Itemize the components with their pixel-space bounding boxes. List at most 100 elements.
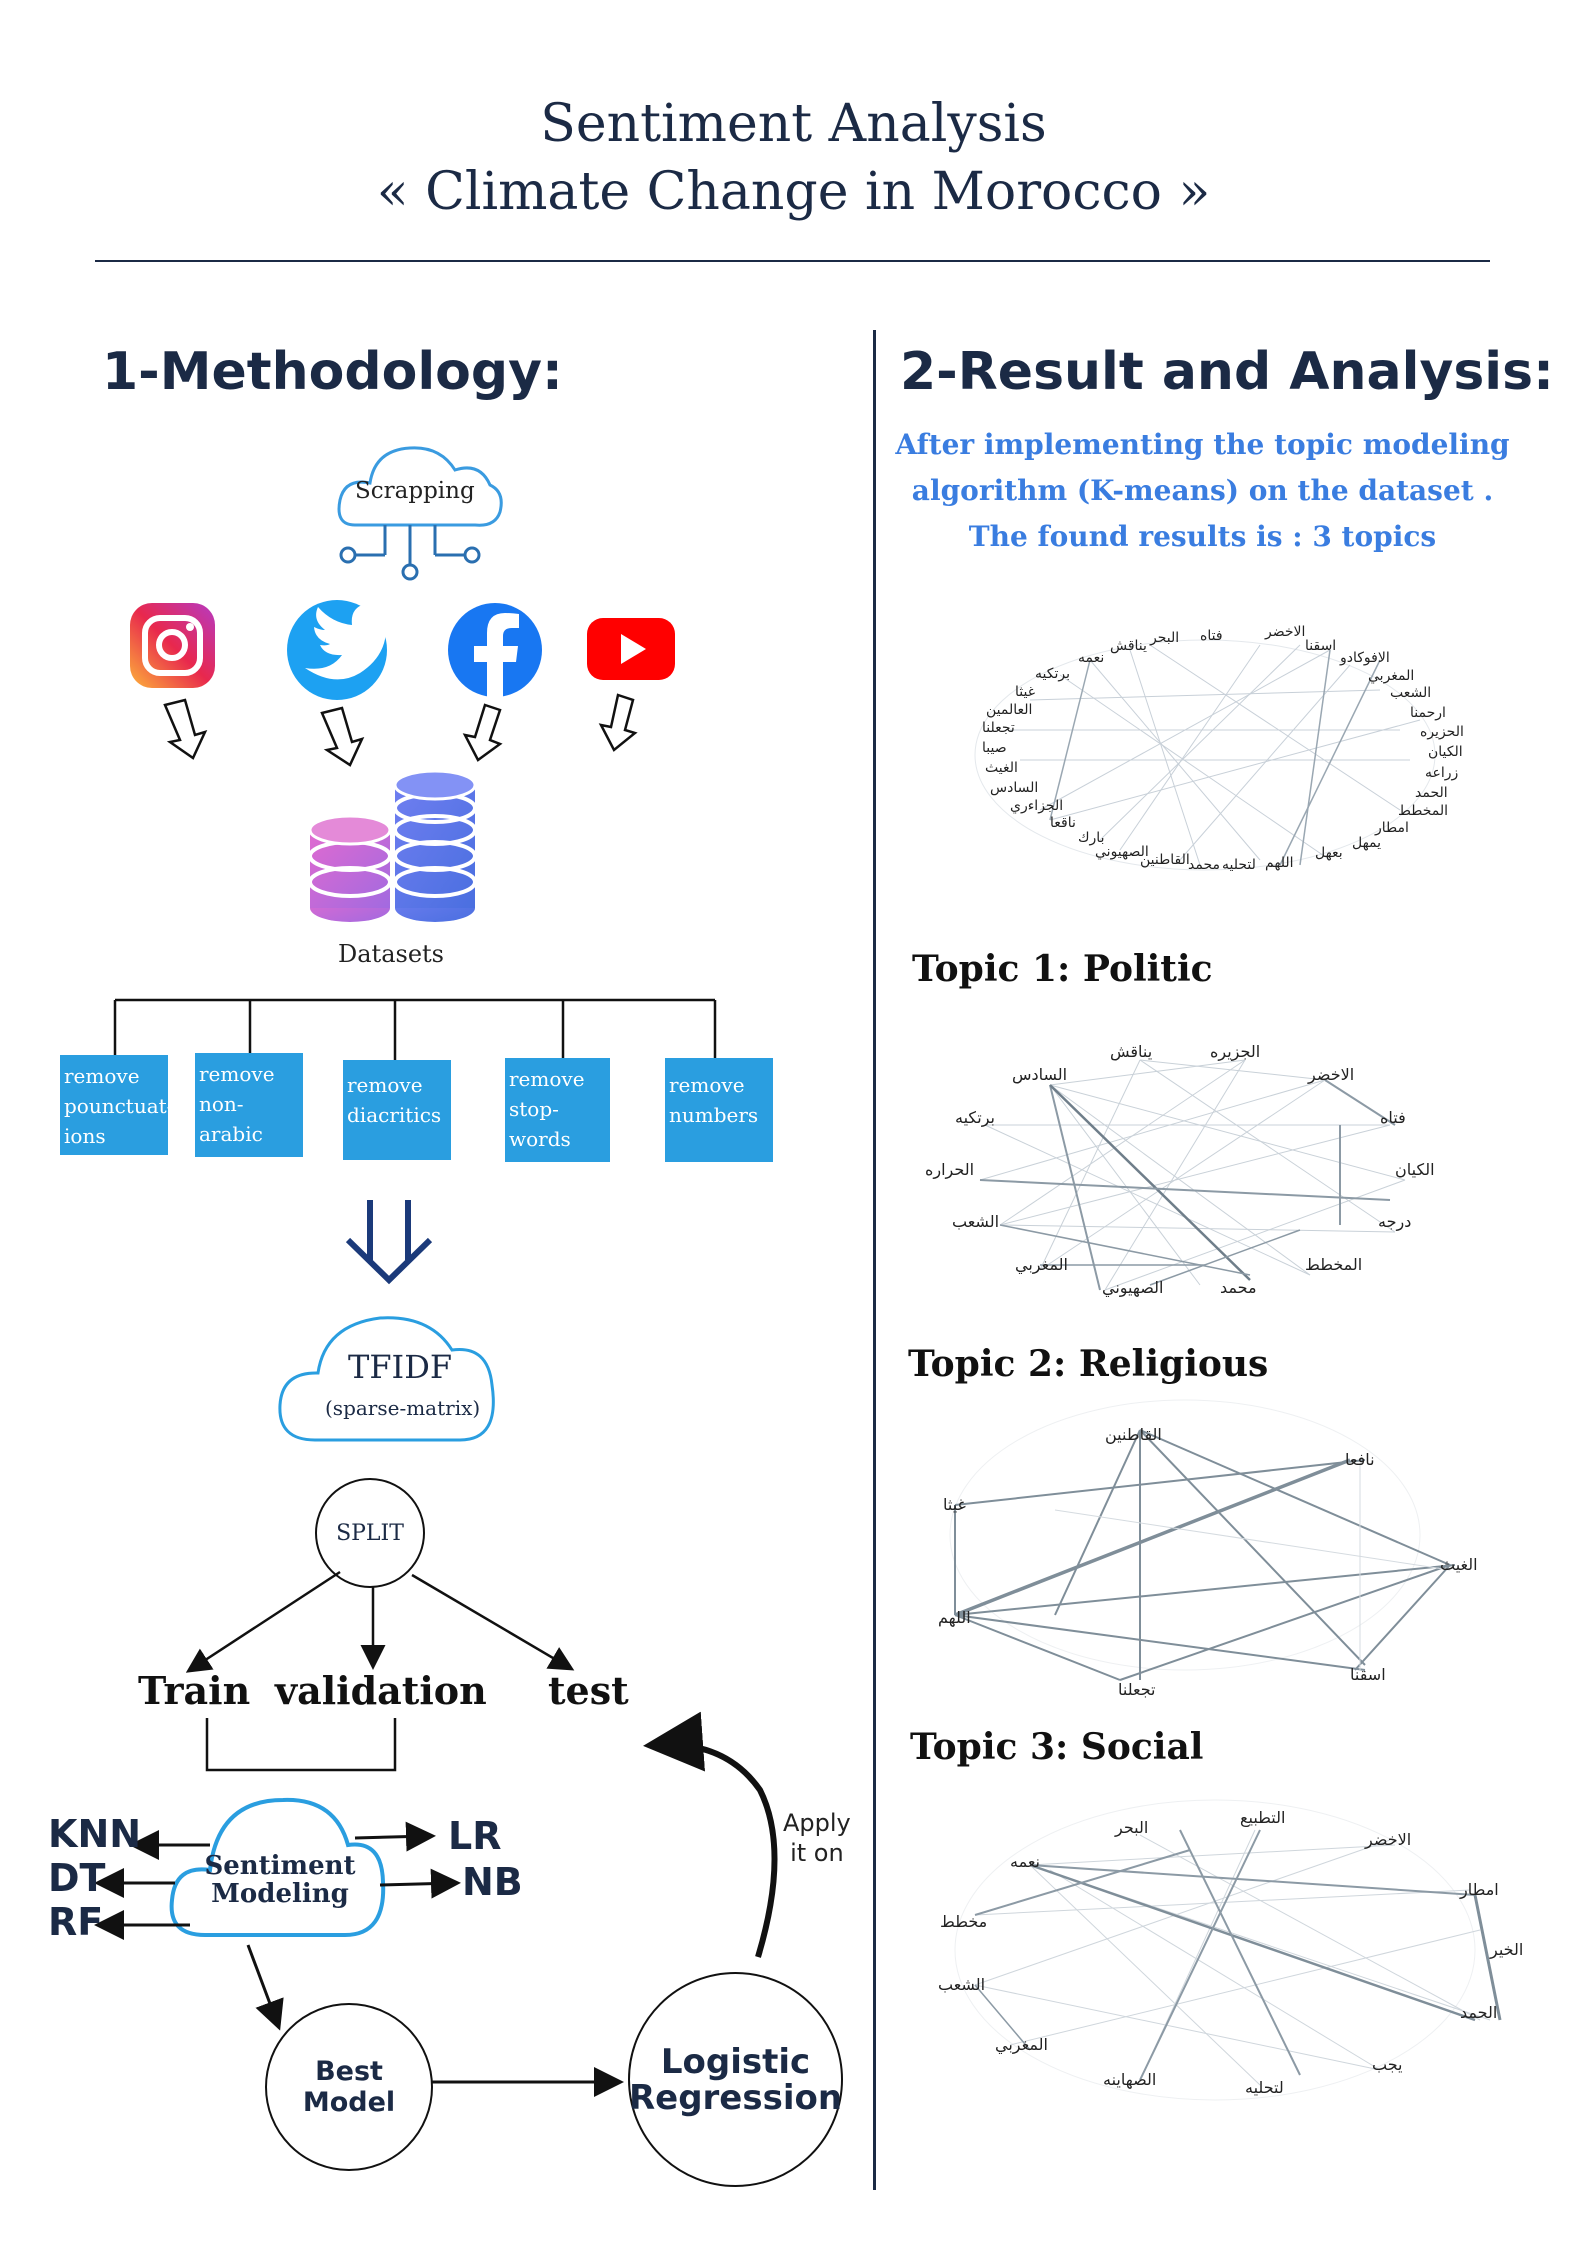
node-label: الجزيره	[1210, 1042, 1261, 1061]
facebook-icon	[448, 603, 542, 697]
node-label: السادس	[990, 780, 1039, 796]
node-label: التطبيع	[1240, 1808, 1286, 1827]
node-label: امطار	[1375, 820, 1409, 836]
node-label: فتاه	[1380, 1108, 1406, 1127]
node-label: الجزاءري	[1010, 798, 1064, 814]
node-label: محمد	[1220, 1278, 1257, 1297]
node-label: ارحمنا	[1410, 705, 1446, 721]
split-node: SPLIT	[315, 1478, 425, 1588]
validation-label: validation	[275, 1668, 487, 1713]
node-label: نعمه	[1010, 1852, 1040, 1871]
node-label: نافعا	[1345, 1450, 1375, 1469]
node-label: يمهل	[1352, 835, 1382, 851]
node-label: الشعب	[938, 1975, 986, 1994]
model-lr: LR	[448, 1814, 502, 1858]
node-label: الاخضر	[1308, 1065, 1355, 1084]
node-label: المخطط	[1305, 1255, 1363, 1274]
node-label: الكيان	[1428, 744, 1463, 760]
node-label: غيثا	[1015, 684, 1036, 700]
node-label: البحر	[1150, 630, 1180, 646]
node-label: مخطط	[940, 1912, 988, 1931]
best-model-node: Best Model	[265, 2003, 433, 2171]
node-label: تجعلنا	[1118, 1680, 1156, 1699]
node-label: برتكيه	[1035, 666, 1070, 682]
node-label: زراعه	[1425, 765, 1459, 781]
model-rf: RF	[48, 1900, 104, 1944]
overview-words: فتاه الاخضر البحر اسقنا الافوكادو المغرب…	[960, 620, 1480, 890]
preprocess-remove-stopwords: remove stop- words	[505, 1058, 610, 1162]
youtube-icon	[587, 618, 675, 680]
topic3-network	[954, 1799, 1502, 2101]
node-label: لتحليه	[1245, 2078, 1284, 2097]
node-label: امطار	[1460, 1880, 1499, 1899]
node-label: القاطنين	[1105, 1425, 1162, 1444]
topic2-network	[949, 1399, 1456, 1681]
node-label: يناقش	[1110, 638, 1147, 654]
preprocess-remove-punctuations: remove pounctuat- ions	[60, 1055, 173, 1155]
instagram-icon	[130, 603, 215, 688]
tfidf-label: TFIDF	[348, 1348, 453, 1386]
node-label: الشعب	[952, 1212, 1000, 1231]
tfidf-cloud-icon	[278, 1316, 495, 1442]
model-dt: DT	[48, 1856, 106, 1900]
model-knn: KNN	[48, 1812, 142, 1856]
topic1-network	[979, 1059, 1406, 1291]
topic3-heading: Topic 3: Social	[910, 1726, 1204, 1768]
node-label: الحراره	[925, 1160, 975, 1179]
source-arrows	[163, 693, 638, 767]
apply-it-on-label: Apply it on	[783, 1809, 851, 1867]
node-label: السادس	[1012, 1065, 1068, 1084]
node-label: الحمد	[1415, 785, 1448, 801]
title-line-2: « Climate Change in Morocco »	[376, 162, 1211, 222]
double-down-arrow-icon	[345, 1200, 433, 1285]
node-label: بارك	[1078, 830, 1105, 846]
node-label: فتاه	[1200, 628, 1223, 644]
node-label: القاطنين	[1140, 852, 1190, 868]
node-label: المغربي	[1368, 668, 1415, 684]
node-label: الافوكادو	[1340, 650, 1390, 666]
node-label: غيثا	[943, 1495, 966, 1514]
logistic-regression-node: Logistic Regression	[628, 1972, 843, 2187]
node-label: المغربي	[1015, 1255, 1068, 1274]
node-label: الغيث	[1440, 1555, 1478, 1574]
node-label: الصهاينه	[1103, 2070, 1157, 2089]
preprocess-remove-non-arabic: remove non- arabic	[195, 1053, 303, 1157]
topic2-heading: Topic 2: Religious	[908, 1343, 1269, 1385]
node-label: المخطط	[1398, 803, 1449, 819]
title-line-1: Sentiment Analysis	[540, 94, 1047, 154]
topic1-heading: Topic 1: Politic	[912, 948, 1213, 990]
node-label: الصهيوني	[1102, 1278, 1164, 1297]
node-label: اللهم	[938, 1608, 971, 1627]
node-label: برتكيه	[955, 1108, 995, 1127]
node-label: اسقنا	[1305, 638, 1337, 654]
header-divider	[95, 260, 1490, 262]
node-label: الشعب	[1390, 685, 1432, 701]
node-label: الاخضر	[1265, 624, 1306, 640]
node-label: يجب	[1372, 2055, 1403, 2074]
methodology-heading: 1-Methodology:	[102, 342, 563, 402]
results-intro: After implementing the topic modeling al…	[895, 428, 1510, 553]
node-label: اللهم	[1265, 855, 1294, 871]
node-label: الصهيوني	[1095, 844, 1149, 860]
node-label: العالمين	[986, 702, 1033, 718]
node-label: الخير	[1490, 1940, 1524, 1959]
node-label: الكيان	[1395, 1160, 1435, 1179]
database-icon	[308, 769, 477, 922]
node-label: محمد	[1188, 857, 1220, 873]
tfidf-sub-label: (sparse-matrix)	[325, 1396, 481, 1420]
down-arrow-icon	[163, 698, 208, 760]
node-label: الاخضر	[1365, 1830, 1412, 1849]
train-label: Train	[138, 1668, 251, 1713]
node-label: الغيث	[985, 760, 1018, 776]
twitter-icon	[287, 600, 396, 700]
scrapping-cloud-icon	[337, 446, 503, 581]
node-label: يناقش	[1110, 1042, 1153, 1061]
preprocess-remove-numbers: remove numbers	[665, 1058, 773, 1162]
column-divider	[873, 330, 876, 2190]
node-label: بعهل	[1315, 845, 1343, 861]
preprocess-remove-diacritics: remove diacritics	[343, 1060, 451, 1160]
node-label: تجعلنا	[982, 720, 1015, 736]
node-label: درجه	[1378, 1212, 1412, 1231]
node-label: اسقنا	[1350, 1665, 1386, 1684]
